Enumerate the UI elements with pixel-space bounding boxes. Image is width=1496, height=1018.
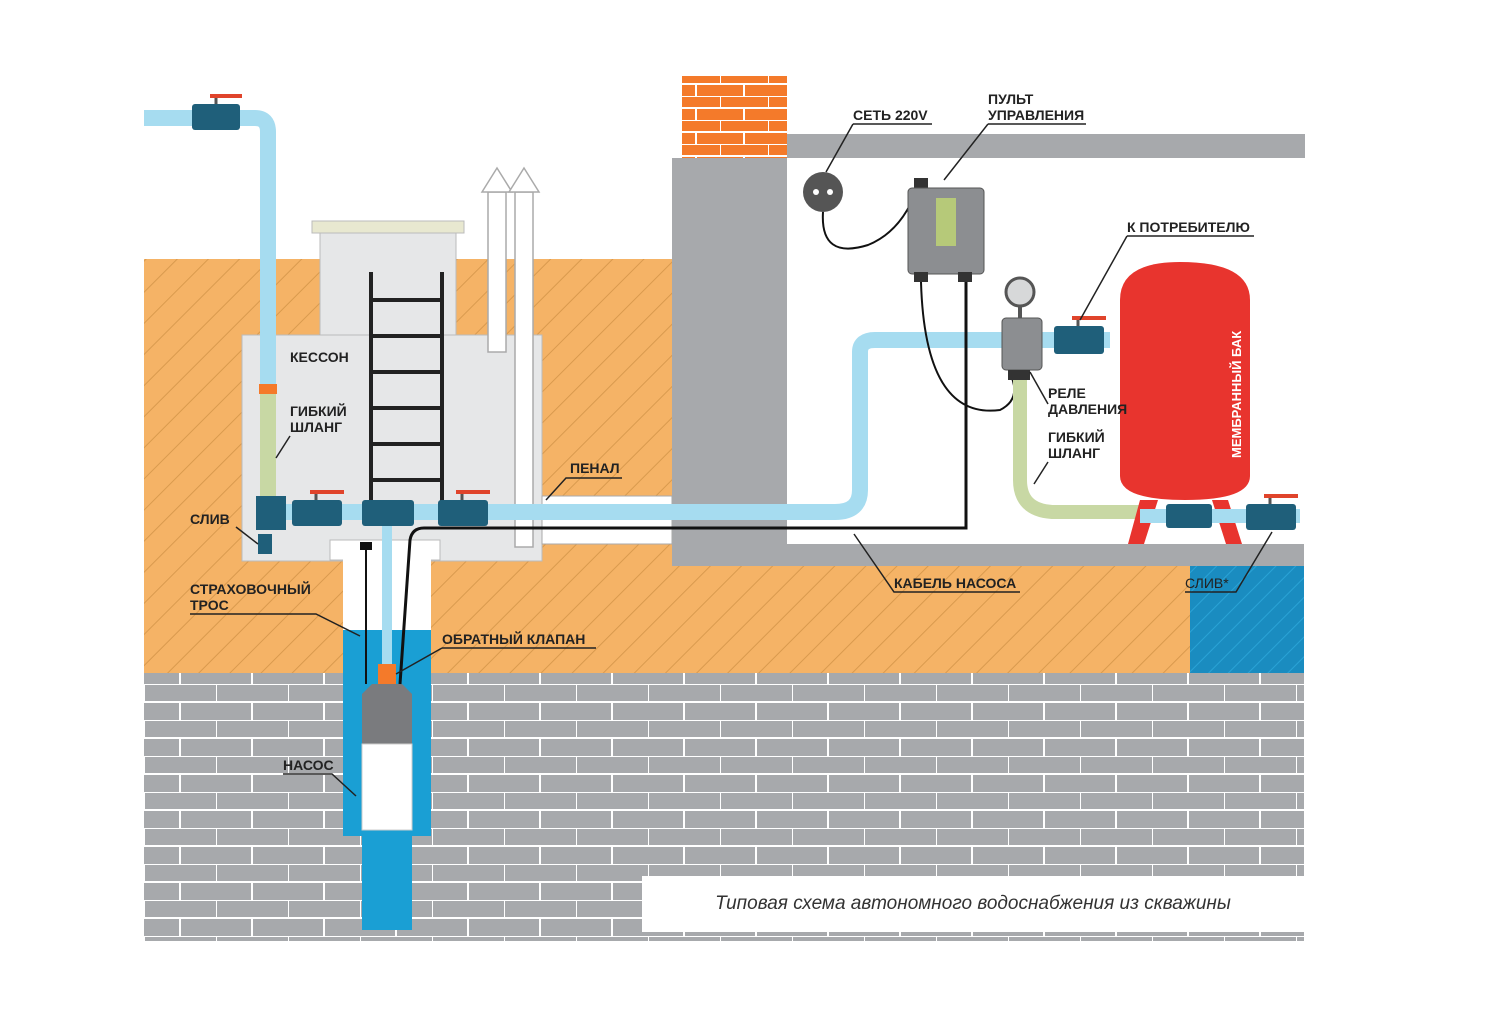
house-ceiling [787,134,1305,158]
main-pipe [268,332,1010,520]
outlet-pipe-left [144,110,276,385]
pressure-relay [1001,276,1043,380]
vent-pipes [480,166,541,548]
tank-fitting [1166,504,1212,528]
flexible-hose-right [1013,380,1140,519]
house-floor [672,544,1304,566]
leader-lines [190,123,1273,797]
check-valve [378,664,396,684]
caisson-hatch [311,220,465,234]
label-safety-rope-2: ТРОС [190,597,229,613]
valve-drain-right [1246,494,1298,530]
drain-fitting-left [258,534,272,554]
label-kesson: КЕССОН [290,349,349,365]
drain-pit [1190,566,1304,673]
label-pressure-relay-2: ДАВЛЕНИЯ [1048,401,1127,417]
power-socket [803,172,843,212]
valve-consumer [1054,316,1106,354]
label-hose-left-1: ГИБКИЙ [290,402,347,419]
pump-cable [398,280,968,685]
rope-anchor [360,542,372,550]
chimney [682,76,787,158]
well-water-lower [362,836,412,930]
ladder [369,272,444,505]
control-panel-box [907,178,985,282]
label-membrane-tank: МЕМБРАННЫЙ БАК [1229,331,1244,458]
label-hose-right-1: ГИБКИЙ [1048,428,1105,445]
valve-caisson-1 [292,490,344,526]
label-check-valve: ОБРАТНЫЙ КЛАПАН [442,630,585,647]
caption-box: Типовая схема автономного водоснабжения … [642,876,1304,932]
label-to-consumer: К ПОТРЕБИТЕЛЮ [1127,219,1250,235]
label-drain-right: СЛИВ* [1185,575,1229,591]
label-control-panel-2: УПРАВЛЕНИЯ [988,107,1084,123]
label-pump-cable: КАБЕЛЬ НАСОСА [894,575,1016,591]
label-hose-right-2: ШЛАНГ [1048,445,1100,461]
submersible-pump [361,684,413,831]
label-network: СЕТЬ 220V [853,107,928,123]
label-pump: НАСОС [283,757,334,773]
valve-caisson-2 [438,490,490,526]
house-wall [672,158,787,566]
valve-top-left [192,94,242,130]
pipe-coupling [259,384,277,394]
label-safety-rope-1: СТРАХОВОЧНЫЙ [190,580,311,597]
label-pressure-relay-1: РЕЛЕ [1048,385,1086,401]
label-penal: ПЕНАЛ [570,460,620,476]
tee-fitting-left [256,496,286,530]
label-control-panel-1: ПУЛЬТ [988,91,1034,107]
caisson-neck [319,232,457,336]
label-drain-left: СЛИВ [190,511,230,527]
caption-text: Типовая схема автономного водоснабжения … [715,893,1231,914]
tee-fitting-center [362,500,414,526]
label-hose-left-2: ШЛАНГ [290,419,342,435]
